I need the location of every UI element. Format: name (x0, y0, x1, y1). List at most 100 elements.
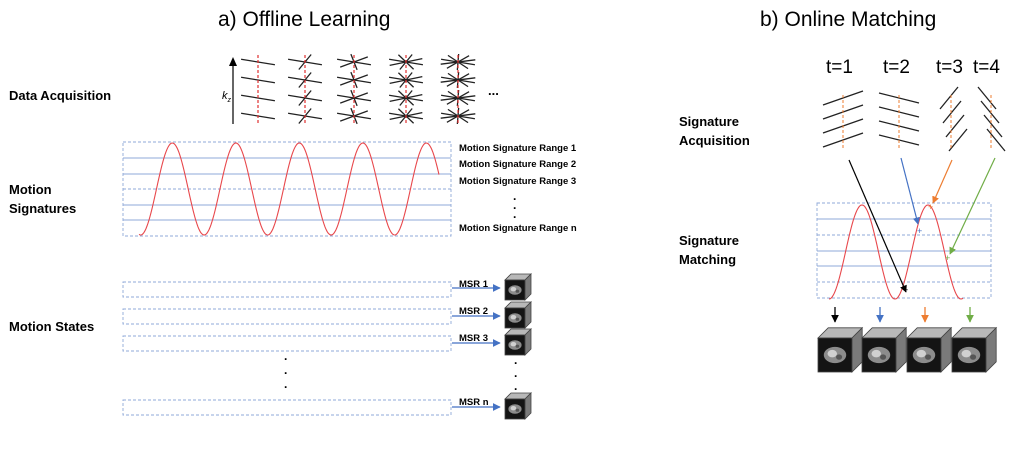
anatomy-organ (925, 354, 932, 360)
acquisition-spoke (948, 128, 968, 152)
acquisition-spoke (939, 86, 959, 110)
svg-text:+: + (917, 226, 922, 236)
anatomy-organ (871, 349, 882, 358)
k-space-trajectories (240, 53, 476, 125)
range-vdot-3: . (513, 207, 517, 221)
motion-signatures-label-line1: Motion (9, 182, 52, 197)
match-points: + + + + (903, 202, 950, 295)
strip-frame (122, 281, 452, 298)
trajectory-column-5 (440, 53, 476, 125)
kz-axis-arrowhead (229, 57, 237, 66)
signature-acquisition-label-line2: Acquisition (679, 133, 750, 148)
motion-signature-waveform (138, 142, 440, 236)
acquisition-group-t1 (822, 90, 864, 148)
matched-volume-t2 (861, 326, 908, 373)
motion-state-strip-3 (122, 335, 452, 352)
motion-signature-bands (122, 141, 452, 237)
data-acquisition-label: Data Acquisition (9, 88, 112, 103)
trajectory-ellipsis: ... (488, 83, 499, 98)
acquisition-group-t4 (977, 86, 1006, 152)
acquisition-spoke (977, 86, 997, 110)
kz-axis-label: kz (222, 90, 231, 104)
cube-vdot-1: . (514, 353, 518, 367)
anatomy-organ (510, 406, 517, 411)
strip-frame (122, 399, 452, 416)
strip-frame (122, 335, 452, 352)
anatomy-organ (916, 349, 927, 358)
time-label-2: t=2 (883, 57, 910, 78)
motion-state-volumes (504, 273, 532, 420)
anatomy-organ (515, 408, 520, 412)
matched-volume-t3 (906, 326, 953, 373)
motion-state-strip-1 (122, 281, 452, 298)
acquisition-group-t3 (939, 86, 968, 152)
msr-label-2: MSR 2 (459, 306, 489, 317)
range-label-2: Motion Signature Range 2 (459, 159, 577, 170)
msr-label-1: MSR 1 (459, 279, 489, 290)
cube-vdot-2: . (514, 366, 518, 380)
state-vdot-3: . (284, 377, 288, 391)
cube-vdot-3: . (514, 379, 518, 393)
range-label-1: Motion Signature Range 1 (459, 143, 577, 154)
matched-volume-t1 (817, 326, 864, 373)
anatomy-organ (510, 342, 517, 347)
anatomy-organ (836, 354, 843, 360)
acquisition-group-t2 (878, 92, 920, 148)
trajectory-column-2 (287, 54, 323, 124)
match-arrow-t3 (932, 159, 953, 204)
matched-volume-t4 (951, 326, 998, 373)
kz-subscript: z (227, 97, 232, 105)
acquisition-spoke (945, 114, 965, 138)
range-label-n: Motion Signature Range n (459, 223, 577, 234)
anatomy-organ (515, 344, 520, 348)
panel-a-title: a) Offline Learning (218, 8, 391, 31)
msr-volume-4 (504, 392, 532, 420)
signature-acquisition-segments (822, 86, 1006, 152)
match-arrow-t4 (949, 157, 996, 255)
acquisition-spoke (983, 114, 1003, 138)
trajectory-column-3 (336, 53, 372, 125)
motion-states-label: Motion States (9, 319, 95, 334)
anatomy-organ (961, 349, 972, 358)
msr-label-n: MSR n (459, 397, 489, 408)
strip-waveform (139, 323, 439, 415)
svg-text:+: + (903, 285, 908, 295)
motion-state-strip-2 (122, 308, 452, 325)
cube-front (861, 337, 897, 373)
anatomy-organ (510, 287, 517, 292)
range-vdot-1: . (513, 189, 517, 203)
range-vdot-2: . (513, 198, 517, 212)
svg-text:+: + (945, 253, 950, 263)
acquisition-spoke (942, 100, 962, 124)
anatomy-organ (880, 354, 887, 360)
motion-state-strips (122, 281, 452, 416)
anatomy-organ (515, 317, 520, 321)
match-arrow-t2 (900, 157, 920, 225)
kz-letter: k (222, 90, 228, 102)
strip-frame (122, 308, 452, 325)
signature-acquisition-label-line1: Signature (679, 114, 739, 129)
anatomy-organ (515, 289, 520, 293)
anatomy-organ (970, 354, 977, 360)
matched-volumes (817, 326, 998, 373)
msr-label-3: MSR 3 (459, 333, 489, 344)
anatomy-organ (510, 315, 517, 320)
match-arrow-t1 (848, 159, 907, 293)
msr-volume-3 (504, 328, 532, 356)
time-label-3: t=3 (936, 57, 963, 78)
time-label-4: t=4 (973, 57, 1000, 78)
time-label-1: t=1 (826, 57, 853, 78)
trajectory-column-1 (240, 55, 276, 124)
panel-b-title: b) Online Matching (760, 8, 937, 31)
state-vdot-2: . (284, 363, 288, 377)
motion-signatures-label-line2: Signatures (9, 201, 77, 216)
svg-text:+: + (928, 202, 933, 212)
motion-state-strip-4 (122, 323, 452, 416)
msr-arrows (452, 284, 501, 411)
range-label-3: Motion Signature Range 3 (459, 176, 577, 187)
msr-volume-1 (504, 273, 532, 301)
signature-matching-label-line2: Matching (679, 252, 737, 267)
trajectory-column-4 (388, 54, 424, 124)
state-vdot-1: . (284, 349, 288, 363)
